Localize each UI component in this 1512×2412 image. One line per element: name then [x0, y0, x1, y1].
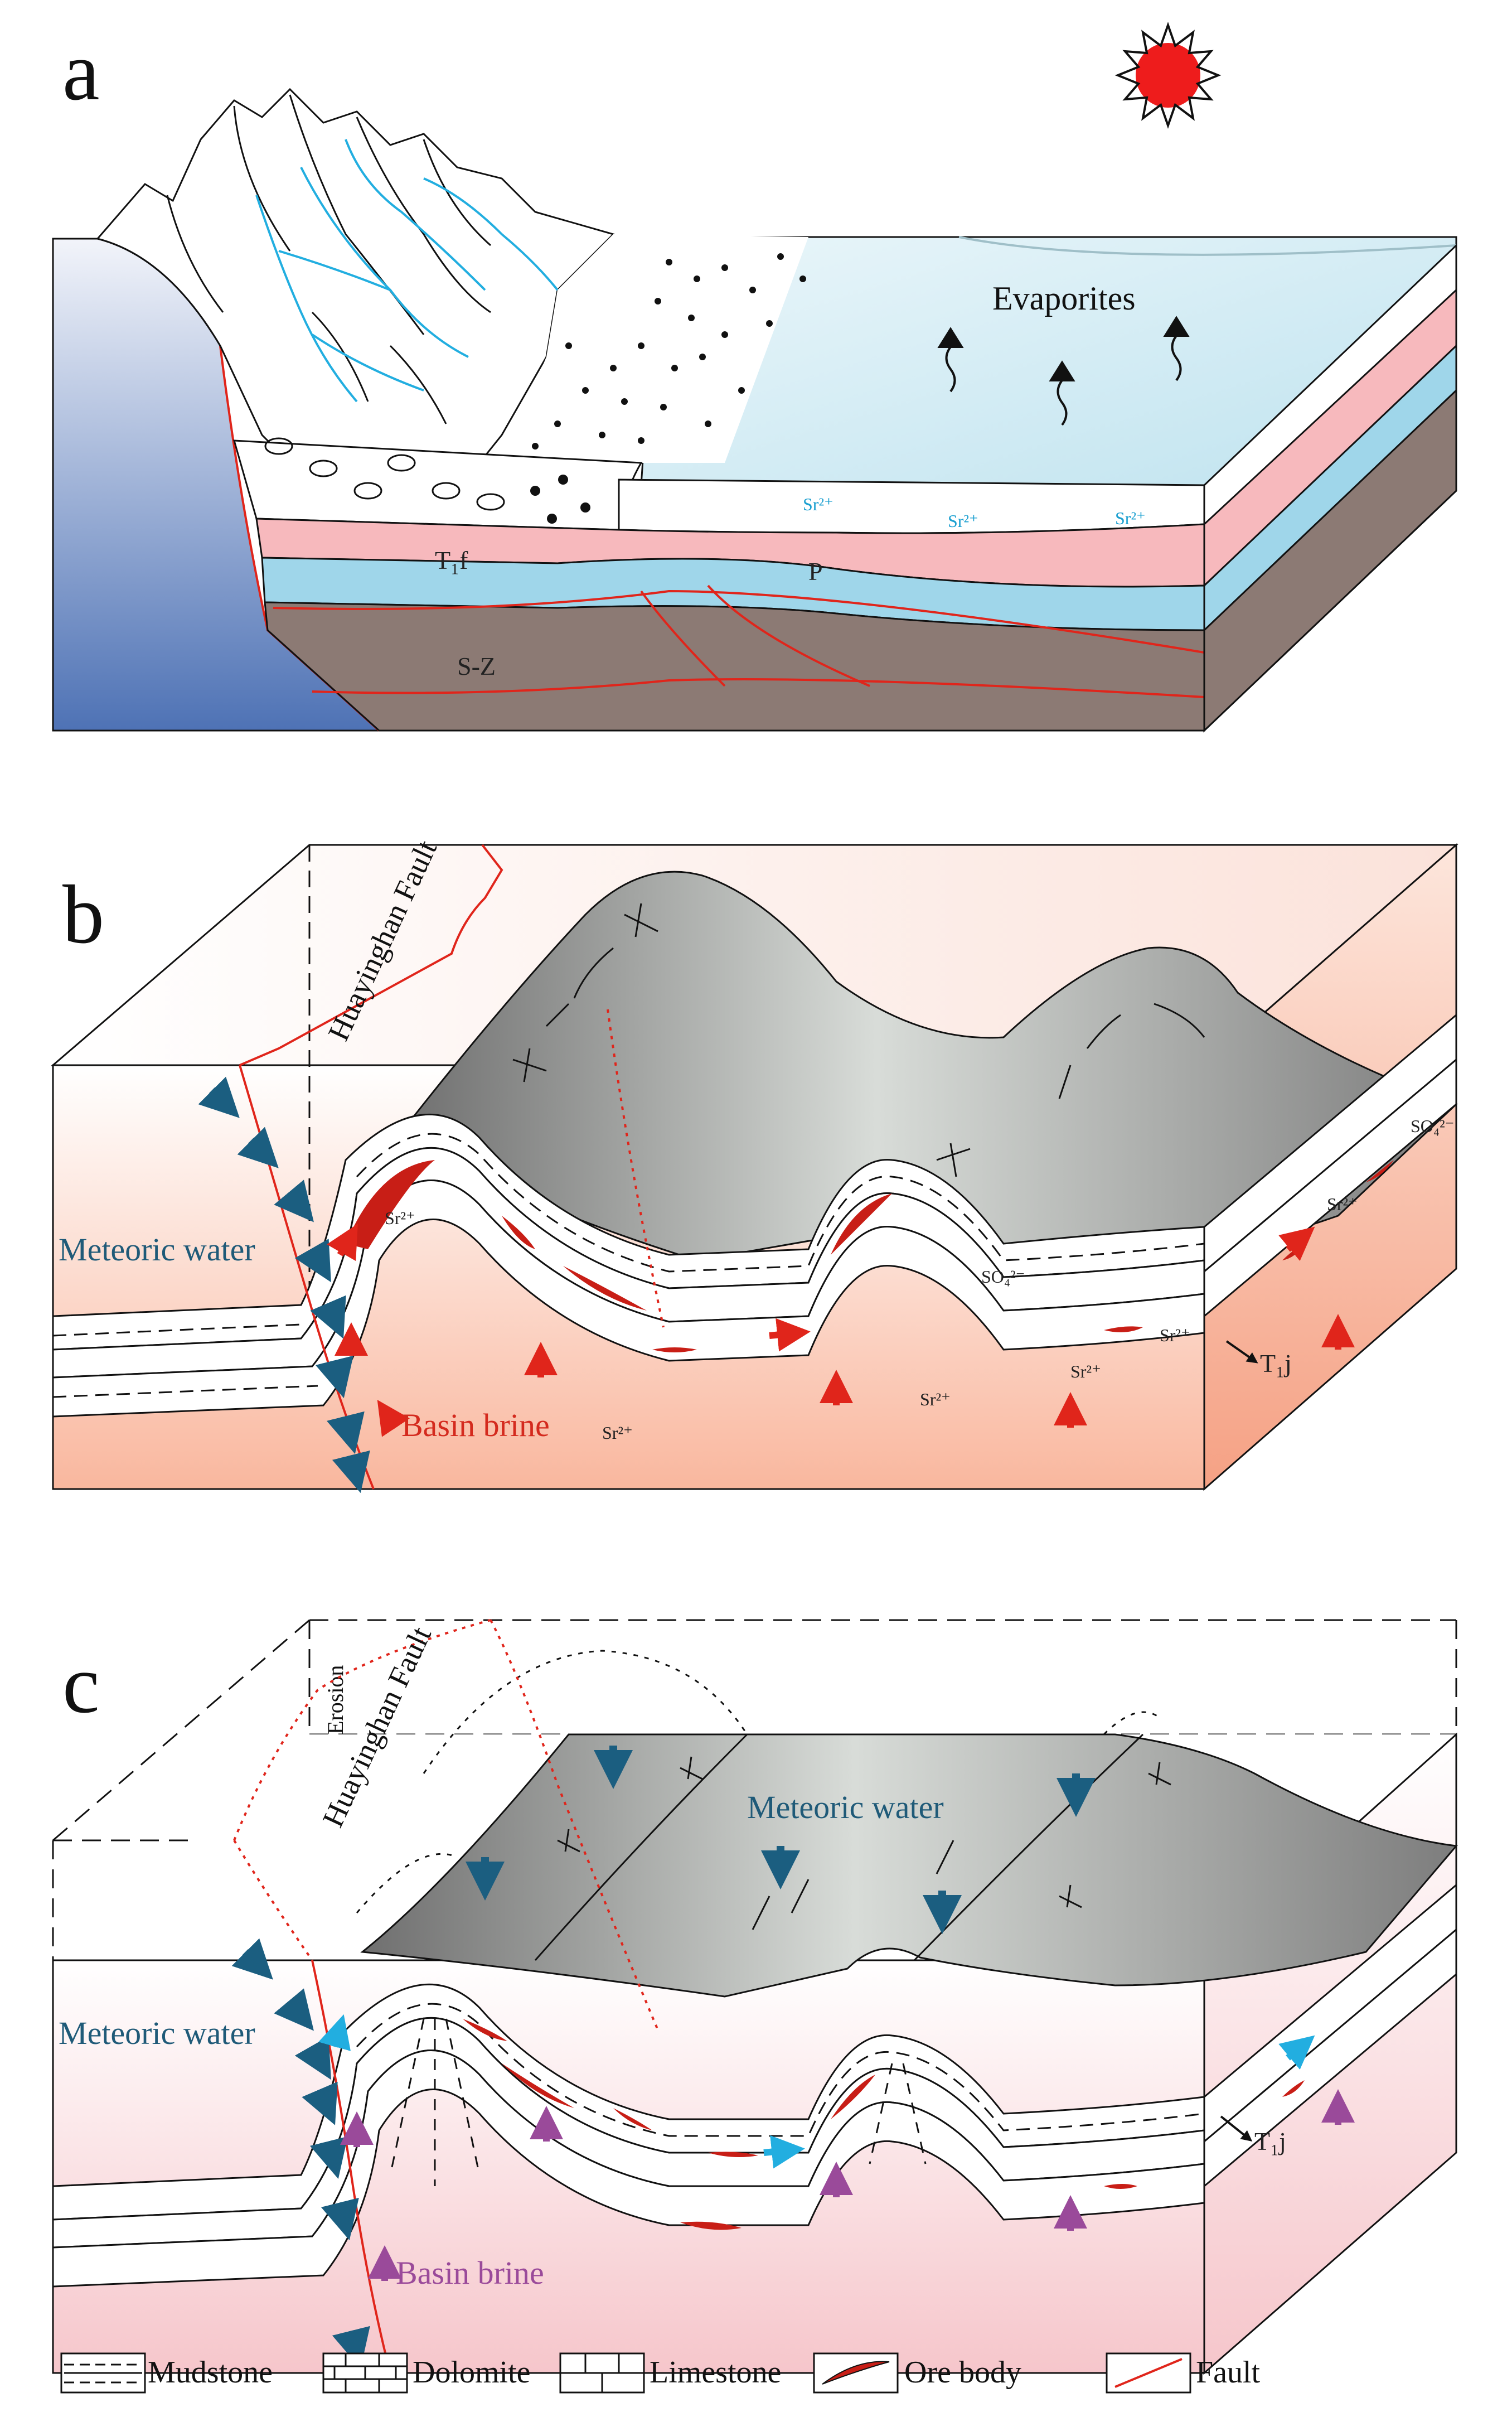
legend-fault-label: Fault: [1196, 2355, 1261, 2390]
sr-ion-label: Sr²⁺: [1070, 1361, 1101, 1381]
panel-b: b: [50, 835, 1458, 1493]
sr-ion-label: Sr²⁺: [803, 494, 833, 514]
t1j-label: T₁j: [1260, 1349, 1292, 1377]
meteoric-water-top-label: Meteoric water: [747, 1789, 944, 1825]
basin-brine-arrows: [340, 2089, 1355, 2281]
legend-ore-body-label: Ore body: [904, 2355, 1021, 2390]
panel-b-ore-bodies: [346, 1160, 1394, 1352]
panel-b-label: b: [62, 868, 104, 961]
limestone-pattern-icon: [559, 2352, 645, 2394]
erosion-label: Erosion: [323, 1665, 348, 1734]
sand-fan: [502, 234, 808, 463]
pebbles: [264, 437, 505, 511]
fold-cleavage: [389, 2018, 927, 2186]
basin-brine-label: Basin brine: [396, 2255, 544, 2291]
sr-ion-label: Sr²⁺: [920, 1389, 951, 1409]
panel-c: c Erosion: [52, 1619, 1458, 2375]
p-label: P: [808, 557, 823, 586]
so4-ion-label: SO₄²⁻: [981, 1267, 1025, 1287]
panel-c-ore-bodies: [463, 2019, 1305, 2230]
legend-limestone-label: Limestone: [650, 2355, 781, 2390]
panel-c-label: c: [62, 1638, 100, 1731]
t1f-label: T₁f: [435, 546, 468, 574]
meteoric-arrows: [231, 1746, 1096, 2369]
basin-brine-label: Basin brine: [401, 1407, 550, 1443]
huayinghan-fault: [239, 844, 503, 1066]
panel-c-hill-surface: [360, 1733, 1458, 1998]
legend-dolomite-label: Dolomite: [413, 2355, 531, 2390]
sr-ion-label: Sr²⁺: [1160, 1325, 1190, 1345]
sr-ion-label: Sr²⁺: [948, 511, 978, 531]
sr-ion-label: Sr²⁺: [1115, 508, 1146, 528]
sr-ion-label: Sr²⁺: [1327, 1194, 1358, 1214]
ore-body-icon: [813, 2352, 899, 2394]
river-network: [255, 139, 559, 403]
hill-strike-marks: [512, 903, 1205, 1177]
legend-mudstone-label: Mudstone: [148, 2355, 273, 2390]
dolomite-pattern-icon: [322, 2352, 408, 2394]
eroded-outline: [356, 1650, 1160, 1913]
shoreline: [958, 236, 1457, 256]
migration-arrows: [318, 2014, 1315, 2169]
legend: Mudstone Dolomite Limestone Ore body: [60, 2352, 1261, 2394]
sr-ion-label: Sr²⁺: [385, 1208, 415, 1228]
so4-ion-label: SO₄²⁻: [1411, 1116, 1455, 1136]
t1j-label: T₁j: [1254, 2127, 1286, 2155]
meteoric-water-label: Meteoric water: [59, 2015, 255, 2051]
sand-dots: [532, 253, 806, 449]
sz-layer: [264, 601, 1205, 732]
panel-a: a: [52, 21, 1457, 733]
fault-line-icon: [1106, 2352, 1191, 2394]
basin-brine-arrows: [327, 1224, 1355, 1437]
sr-ion-label: Sr²⁺: [602, 1423, 633, 1443]
sun-icon: [1114, 21, 1222, 129]
panel-a-label: a: [62, 25, 100, 118]
sz-label: S-Z: [457, 652, 496, 680]
mudstone-pattern-icon: [60, 2352, 146, 2394]
panel-a-faults: [273, 584, 1205, 698]
meteoric-water-label: Meteoric water: [59, 1231, 255, 1268]
evaporation-arrows: [937, 316, 1190, 426]
meteoric-arrows: [198, 1076, 370, 1493]
plateau-marks: [557, 1756, 1171, 1930]
evaporites-label: Evaporites: [992, 280, 1136, 317]
